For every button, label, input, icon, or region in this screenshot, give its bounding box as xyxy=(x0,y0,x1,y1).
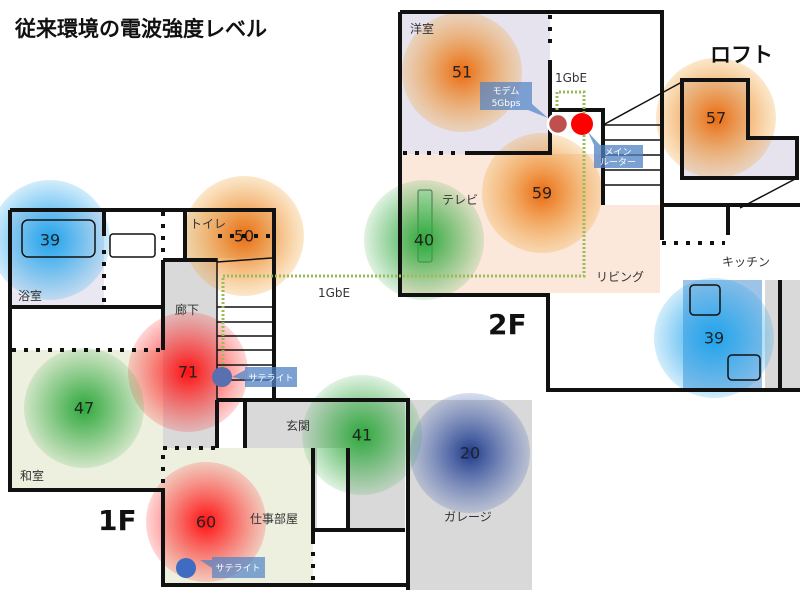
sink xyxy=(689,284,721,316)
router-tag xyxy=(588,132,643,168)
bathtub xyxy=(21,219,96,258)
router-label-2: ルーター xyxy=(600,157,636,168)
modem-icon[interactable] xyxy=(546,112,570,136)
signal-value: 39 xyxy=(40,231,60,250)
label-workroom: 仕事部屋 xyxy=(250,511,298,526)
satellite-work-tag xyxy=(200,557,265,578)
signal-value: 40 xyxy=(414,231,434,250)
label-garage: ガレージ xyxy=(444,510,492,524)
floor-label-1f: 1F xyxy=(98,504,137,537)
label-hallway: 廊下 xyxy=(175,302,199,317)
satellite-hall-device[interactable]: サテライト xyxy=(212,367,297,387)
satellite-work-label: サテライト xyxy=(215,563,260,574)
walls-2f xyxy=(398,10,800,392)
router-icon[interactable] xyxy=(571,113,593,135)
signal-circle xyxy=(654,278,774,398)
label-kitchen: キッチン xyxy=(722,255,770,269)
label-yoshitsu: 洋室 xyxy=(410,21,434,36)
cable-label-lower: 1GbE xyxy=(318,286,350,300)
label-toilet: トイレ xyxy=(190,217,226,231)
signal-value: 41 xyxy=(352,426,372,445)
satellite-hall-label: サテライト xyxy=(248,373,293,384)
floor-label-loft: ロフト xyxy=(710,43,773,67)
washbasin xyxy=(109,233,156,258)
signal-value: 57 xyxy=(706,109,726,128)
satellite-work-icon[interactable] xyxy=(176,558,196,578)
modem-device[interactable]: モデム 5Gbps xyxy=(480,82,570,136)
signal-value: 60 xyxy=(196,513,216,532)
floor-label-2f: 2F xyxy=(488,308,527,341)
modem-speed: 5Gbps xyxy=(492,99,521,109)
label-living: リビング xyxy=(596,270,644,284)
router-label-1: メイン xyxy=(604,148,631,158)
walls-1f xyxy=(8,208,410,590)
signal-circle xyxy=(24,348,144,468)
stove xyxy=(727,354,761,381)
signal-value: 39 xyxy=(704,329,724,348)
satellite-hall-tag xyxy=(232,367,297,387)
page-title: 従来環境の電波強度レベル xyxy=(14,17,267,41)
cable-label-upper: 1GbE xyxy=(555,71,587,85)
entrance-room xyxy=(245,402,313,448)
signal-value: 20 xyxy=(460,444,480,463)
lan-cable xyxy=(221,90,586,372)
signal-circle xyxy=(482,133,602,253)
signal-circle xyxy=(146,462,266,582)
modem-tag xyxy=(480,82,548,118)
label-washitsu: 和室 xyxy=(20,468,44,483)
label-entrance: 玄関 xyxy=(286,418,310,433)
modem-label: モデム xyxy=(493,85,520,97)
signal-value: 71 xyxy=(178,363,198,382)
signal-value: 59 xyxy=(532,184,552,203)
signal-value: 51 xyxy=(452,63,472,82)
label-bath: 浴室 xyxy=(18,288,42,303)
signal-circle xyxy=(302,375,422,495)
satellite-work-device[interactable]: サテライト xyxy=(176,557,265,578)
signal-circle xyxy=(410,393,530,513)
satellite-hall-icon[interactable] xyxy=(212,367,232,387)
signal-value: 47 xyxy=(74,399,94,418)
main-router-device[interactable]: メイン ルーター xyxy=(571,113,643,168)
label-tv: テレビ xyxy=(442,193,478,207)
signal-circle xyxy=(364,180,484,300)
